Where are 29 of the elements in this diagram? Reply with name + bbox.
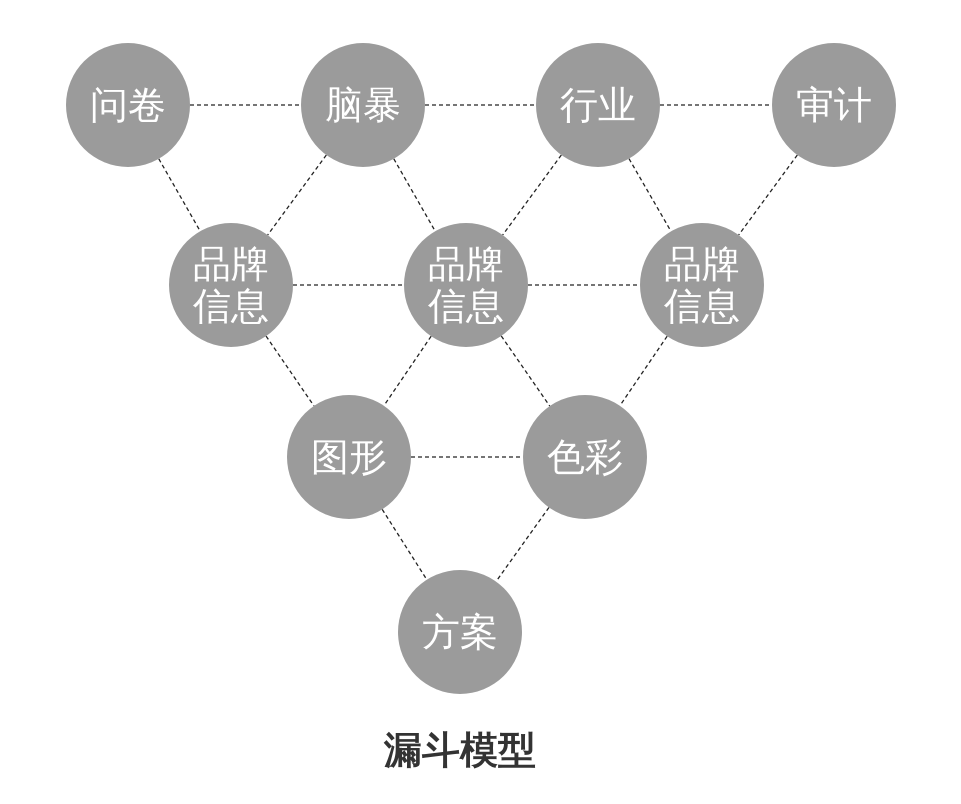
dashed-connector: [293, 284, 404, 286]
dashed-connector: [393, 158, 436, 232]
node-label: 色彩: [546, 436, 624, 478]
dashed-connector: [383, 336, 432, 406]
title: 漏斗模型: [382, 727, 537, 774]
dashed-connector: [411, 456, 523, 458]
dashed-connector: [267, 154, 327, 236]
node-label: 问卷: [89, 84, 167, 126]
dashed-connector: [738, 154, 798, 236]
dashed-connector: [425, 104, 536, 106]
dashed-connector: [158, 158, 201, 232]
dashed-connector: [528, 284, 640, 286]
dashed-connector: [496, 507, 550, 582]
dashed-connector: [628, 158, 672, 232]
dashed-connector: [190, 104, 301, 106]
node-label: 审计: [795, 84, 873, 126]
dashed-connector: [382, 509, 428, 580]
node-label: 品牌信息: [427, 243, 505, 327]
dashed-connector: [502, 154, 562, 236]
dashed-connector: [619, 336, 668, 406]
node-label: 图形: [310, 436, 388, 478]
node-label: 行业: [559, 84, 637, 126]
dashed-connector: [500, 336, 550, 406]
node-label: 品牌信息: [192, 243, 270, 327]
dashed-connector: [660, 104, 772, 106]
node-label: 方案: [421, 611, 499, 653]
dashed-connector: [266, 336, 314, 406]
node-label: 品牌信息: [663, 243, 741, 327]
node-label: 脑暴: [324, 84, 402, 126]
